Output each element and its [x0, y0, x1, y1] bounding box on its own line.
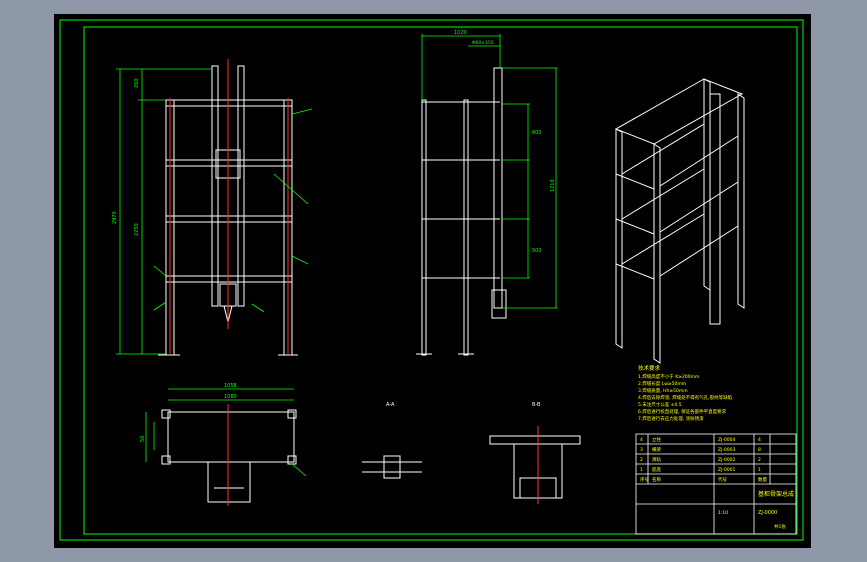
part-row-qty: 1: [758, 467, 761, 473]
notes-line-5: 5.未注尺寸公差 ±0.5: [638, 401, 682, 408]
part-row-qty: 8: [758, 447, 761, 453]
outer-frame: [59, 19, 804, 541]
part-row-name: 底座: [652, 466, 661, 473]
drawing-scale: 1:10: [718, 510, 728, 516]
parts-header-qty: 数量: [758, 476, 767, 483]
notes-line-1: 1.焊缝高度不小于 K≥200mm: [638, 373, 699, 380]
notes-line-7: 7.焊后进行去应力处理, 涂防锈漆: [638, 415, 704, 422]
front-dim-upper: 260: [134, 78, 140, 88]
part-row-name: 滑轨: [652, 456, 661, 463]
drawing-name: 基柜骨架总成: [758, 490, 794, 498]
title-block-parts: 4 立柱 ZJ-0004 4 3 横梁 ZJ-0003 8 2 滑轨 ZJ-00…: [640, 436, 767, 483]
part-row-code: ZJ-0001: [718, 467, 735, 473]
part-row-qty: 2: [758, 457, 761, 463]
part-row-no: 3: [640, 447, 643, 453]
top-view-dimensions: [145, 388, 307, 477]
side-dim-span-2: 1210: [550, 179, 556, 192]
notes-line-4: 4.焊后去除焊渣, 焊缝处不得有气孔,裂纹等缺陷: [638, 394, 733, 401]
drawing-sheet: 2970 260 2250 1020 Φ60×150 600 1210 500: [54, 14, 811, 548]
side-dim-span-3: 500: [532, 248, 542, 254]
top-dim-depth: 50: [140, 436, 146, 442]
inner-frame: [83, 26, 798, 535]
front-view-centerlines: [169, 59, 289, 354]
cad-drawing: 2970 260 2250 1020 Φ60×150 600 1210 500: [59, 19, 804, 541]
drawing-sheet-count: 共1张: [774, 523, 786, 530]
part-row-no: 4: [640, 437, 643, 443]
front-dim-total: 2970: [112, 211, 118, 224]
drawing-number: ZJ-0000: [758, 510, 777, 516]
parts-header-code: 代号: [718, 476, 727, 483]
section-a-label: A-A: [386, 402, 395, 408]
part-row-no: 1: [640, 467, 643, 473]
section-a: [362, 455, 422, 479]
side-dim-span-1: 600: [532, 130, 542, 136]
parts-header-no: 序号: [640, 476, 649, 483]
technical-notes: 技术要求 1.焊缝高度不小于 K≥200mm 2.焊缝长度 Lw≥50mm 3.…: [638, 364, 733, 422]
front-dim-mid: 2250: [134, 223, 140, 236]
notes-line-3: 3.焊缝质量, Hh≥50mm: [638, 387, 688, 394]
part-row-no: 2: [640, 457, 643, 463]
top-view: [161, 409, 297, 503]
top-dim-inner: 1080: [224, 394, 237, 400]
notes-title: 技术要求: [638, 364, 661, 372]
front-view-dimensions: [116, 68, 313, 355]
title-block: [635, 433, 797, 535]
side-view: [416, 67, 507, 356]
top-dim-width: 1058: [224, 383, 237, 389]
part-row-qty: 4: [758, 437, 761, 443]
section-b-label: B-B: [532, 402, 541, 408]
side-view-dimensions: [421, 34, 558, 309]
notes-line-2: 2.焊缝长度 Lw≥50mm: [638, 380, 686, 387]
isometric-view: [614, 78, 745, 364]
part-row-name: 横梁: [652, 446, 661, 453]
part-row-code: ZJ-0004: [718, 437, 735, 443]
part-row-name: 立柱: [652, 436, 661, 443]
side-dim-top-inner: Φ60×150: [472, 40, 494, 46]
parts-header-name: 名称: [652, 476, 661, 483]
part-row-code: ZJ-0002: [718, 457, 735, 463]
side-dim-top-width: 1020: [454, 30, 467, 36]
notes-line-6: 6.焊后进行校直处理, 保证各部件平直度要求: [638, 408, 727, 415]
part-row-code: ZJ-0003: [718, 447, 735, 453]
section-b: [489, 435, 581, 499]
